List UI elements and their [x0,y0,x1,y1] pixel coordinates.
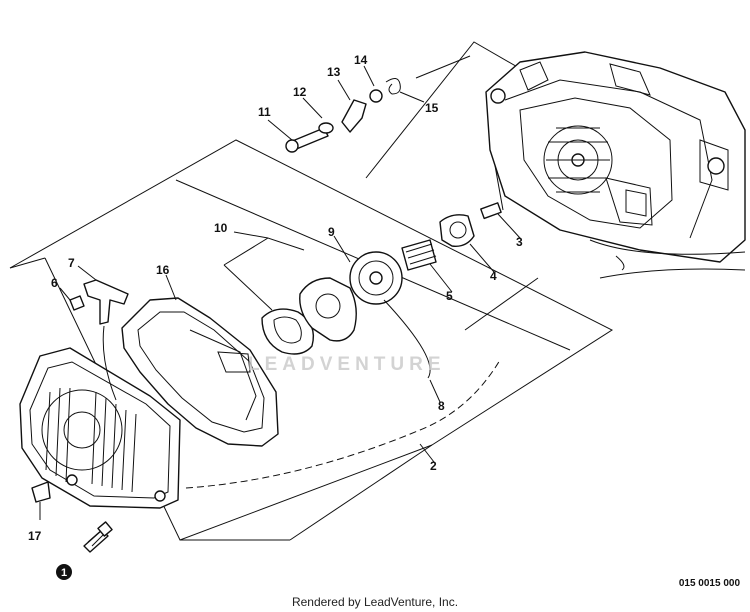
rope-path-dashed [185,359,501,489]
callout-1-marker [56,564,72,580]
part-5-spring [401,239,437,271]
part-14-nut [369,89,383,103]
engine-crankcase [485,51,746,279]
callout-17: 17 [28,529,42,543]
part-16-starter-housing [121,297,279,447]
part-9-reel-cover [299,277,357,342]
watermark: LEADVENTURE [248,354,446,375]
callout-labels: 1 2 3 4 5 6 7 8 9 10 11 12 13 14 15 16 1… [28,53,523,580]
callout-2: 2 [430,459,437,473]
footer-credit: Rendered by LeadVenture, Inc. [291,595,459,609]
callout-12: 12 [293,85,307,99]
callout-5: 5 [446,289,453,303]
part-4-flywheel-cup [439,214,475,247]
part-3-bolt [480,202,502,220]
callout-6: 6 [51,276,58,290]
callout-15: 15 [425,101,439,115]
callout-14: 14 [354,53,368,67]
callout-leaders [39,65,521,520]
callout-9: 9 [328,225,335,239]
part-12-washer [318,122,334,134]
drawing-number: 015 0015 000 [678,578,740,589]
callout-1: 1 [61,567,67,579]
callout-10: 10 [214,221,228,235]
part-7-starter-handle [83,279,129,401]
part-6-nut [69,295,85,311]
callout-13: 13 [327,65,341,79]
callout-8: 8 [438,399,445,413]
part-1-screw [83,521,113,553]
callout-4: 4 [490,269,497,283]
part-17-clip [31,481,51,503]
callout-7: 7 [68,256,75,270]
part-15-spring [385,78,401,95]
callout-3: 3 [516,235,523,249]
callout-11: 11 [258,105,271,119]
part-13-bracket [341,99,367,133]
starter-cover [19,347,181,509]
part-11-bolt [285,127,329,153]
callout-16: 16 [156,263,170,277]
part-10-ratchet-plate [261,308,315,355]
part-8-pulley [349,251,431,379]
